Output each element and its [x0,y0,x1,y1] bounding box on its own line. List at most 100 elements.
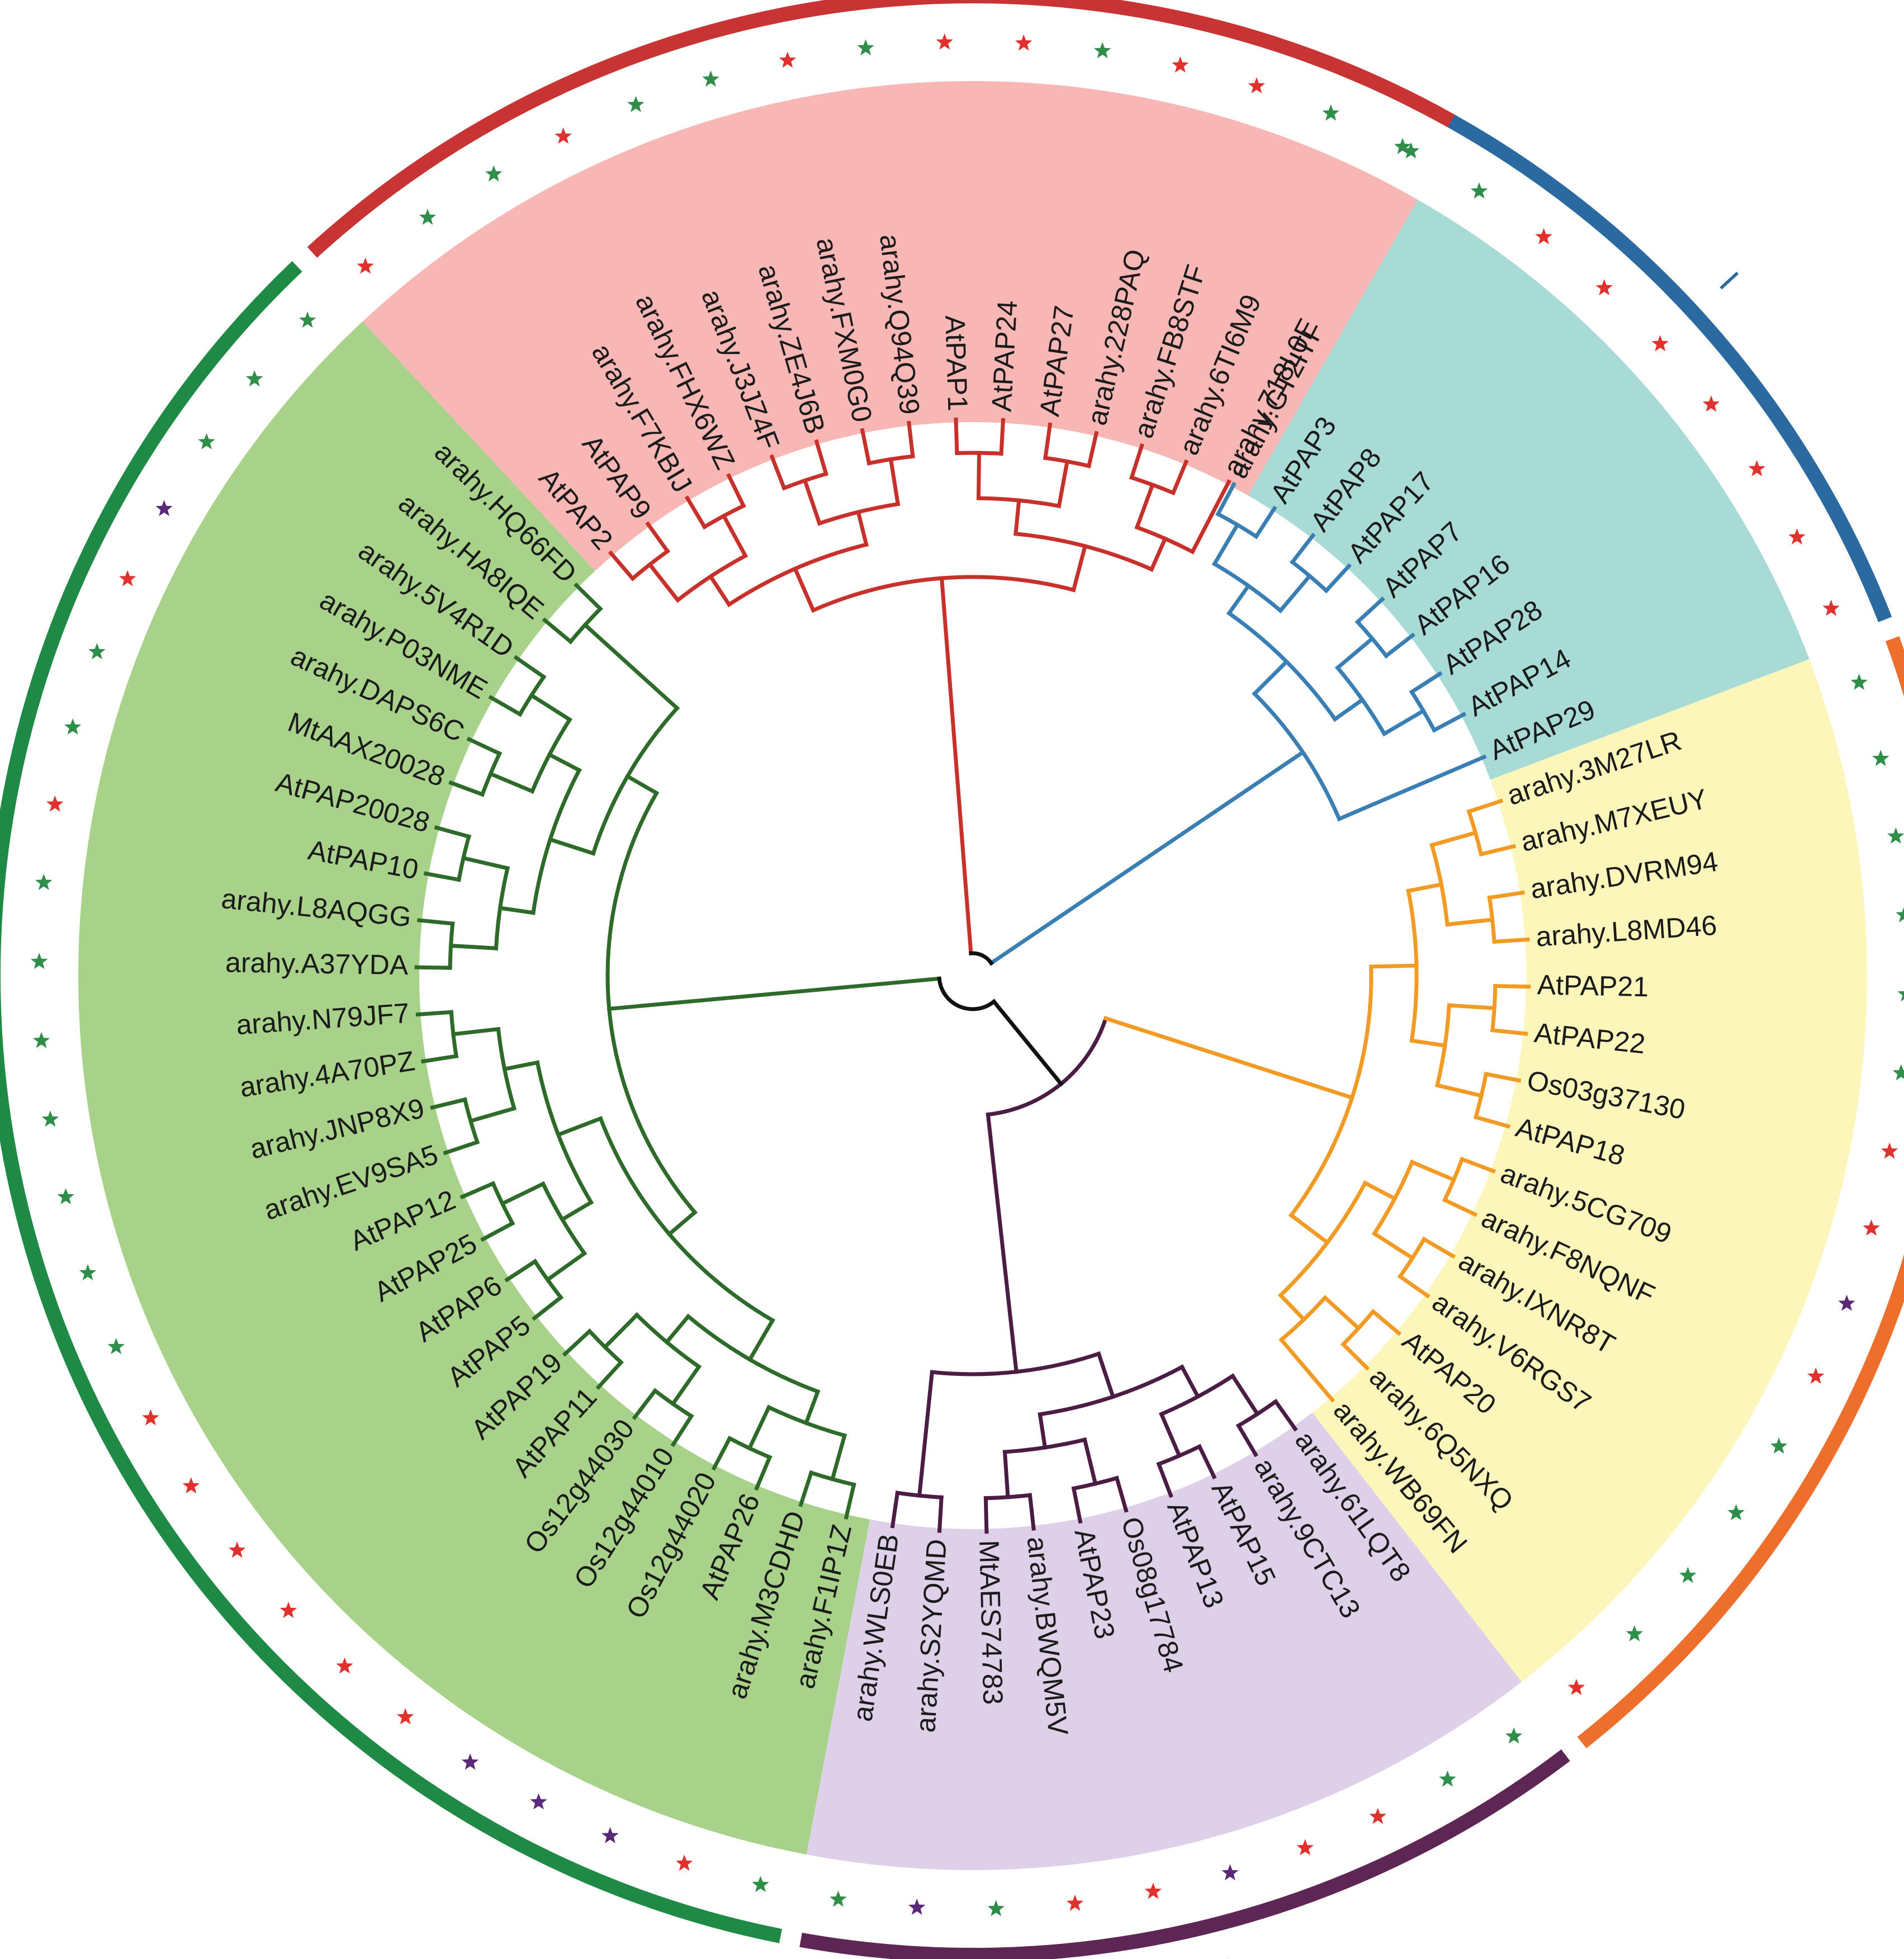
marker-star [182,1477,200,1494]
marker-star [1887,827,1904,844]
tree-branch [480,1220,515,1242]
tree-branch [607,976,942,1011]
tree-branch [830,1433,847,1482]
tree-branch [1027,1493,1036,1531]
tree-branch [415,1010,454,1017]
tree-branch [1038,1412,1048,1450]
tree-branch [1159,1411,1182,1459]
marker-star [228,1541,246,1558]
marker-star [142,1409,159,1426]
tree-branch [1253,505,1277,540]
tree-branch [1466,798,1504,815]
tree-branch [888,457,901,507]
marker-star [1066,1894,1084,1911]
tree-branch [1434,1083,1484,1099]
marker-star [79,1264,97,1280]
tree-branch [448,943,499,950]
clade-band-i [1211,168,1810,780]
marker-star [461,1753,479,1770]
group-label-iii: Ⅲ [0,1246,7,1276]
marker-star [1369,1807,1386,1824]
tree-branch [1288,1212,1330,1246]
tree-branch [1487,890,1525,900]
marker-star [1770,1437,1788,1454]
clade-ring-iva [799,1749,1570,1959]
marker-star [419,209,437,225]
tree-branch [1445,917,1495,927]
tree-branch [721,513,749,559]
tree-branch [670,1364,702,1407]
marker-star [1850,673,1868,690]
tree-branch [595,1359,624,1390]
tree-branch [917,1370,935,1498]
tree-branch [1442,1197,1478,1217]
tree-branch [504,1258,538,1283]
marker-star [155,500,173,517]
tree-branch [954,417,959,456]
tree-branch [670,1413,694,1447]
tree-branch [602,1312,640,1350]
tree-branch [1230,1373,1261,1417]
marker-star [1626,1625,1643,1641]
tree-branch [986,1112,1019,1374]
marker-star [530,1793,547,1810]
tree-branch [999,418,1006,456]
tree-branch [1409,1038,1447,1048]
marker-star [1535,228,1552,244]
tree-branch [937,1495,944,1533]
marker-star [1322,104,1339,121]
marker-star [1595,279,1613,296]
marker-star [830,1890,847,1907]
tree-branch [1071,1486,1083,1524]
tree-branch [434,825,471,839]
tree-branch [1332,697,1365,722]
tree-branch [1362,1180,1398,1201]
marker-star [1567,1678,1585,1695]
marker-star [1727,1504,1745,1521]
tree-branch [711,1436,732,1471]
marker-star [1093,42,1111,59]
tree-branch [1156,1461,1173,1498]
marker-star [1439,1770,1456,1787]
tree-branch [528,692,572,722]
tree-branch [814,439,828,476]
tree-branch [1086,430,1099,469]
tree-branch [844,1482,856,1520]
tree-branch [769,454,787,491]
tree-branch [1273,1398,1298,1432]
tree-branch [544,1250,588,1283]
tree-branch [684,495,708,530]
clade-bands [78,81,1868,1870]
tree-branch [417,918,455,926]
tree-branch [488,694,523,717]
tree-branch [907,420,915,459]
tree-branch [487,771,535,794]
marker-star [1296,1839,1314,1856]
tree-branch [451,1026,501,1037]
marker-star [299,311,316,328]
tree-branch [420,1054,459,1064]
tree-branch [1149,536,1168,572]
marker-star [1748,460,1766,476]
tree-branch [547,837,596,856]
marker-star [779,51,797,68]
marker-star [857,39,874,55]
tree-branch [547,752,582,773]
tree-branch [560,1199,594,1223]
tree-branch [582,622,680,711]
marker-star [35,873,53,890]
marker-star [280,1602,297,1618]
tree-branch [1013,498,1021,536]
marker-star [1221,1864,1239,1881]
tree-branch [1057,459,1070,509]
tree-branch [1114,1475,1129,1513]
marker-star [336,1657,353,1674]
tree-branch [1406,882,1444,893]
tree-branch [1043,422,1053,461]
marker-star [627,96,645,112]
marker-star [245,370,263,387]
tree-branch [803,1389,821,1426]
tree-branch [468,1106,517,1124]
tree-branch [423,871,461,882]
